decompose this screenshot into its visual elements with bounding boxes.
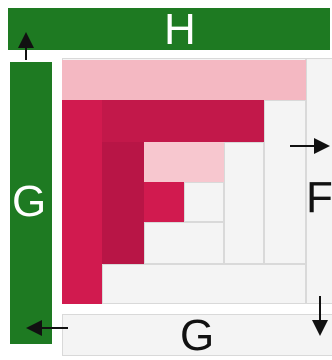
direction-arrows	[0, 0, 332, 352]
